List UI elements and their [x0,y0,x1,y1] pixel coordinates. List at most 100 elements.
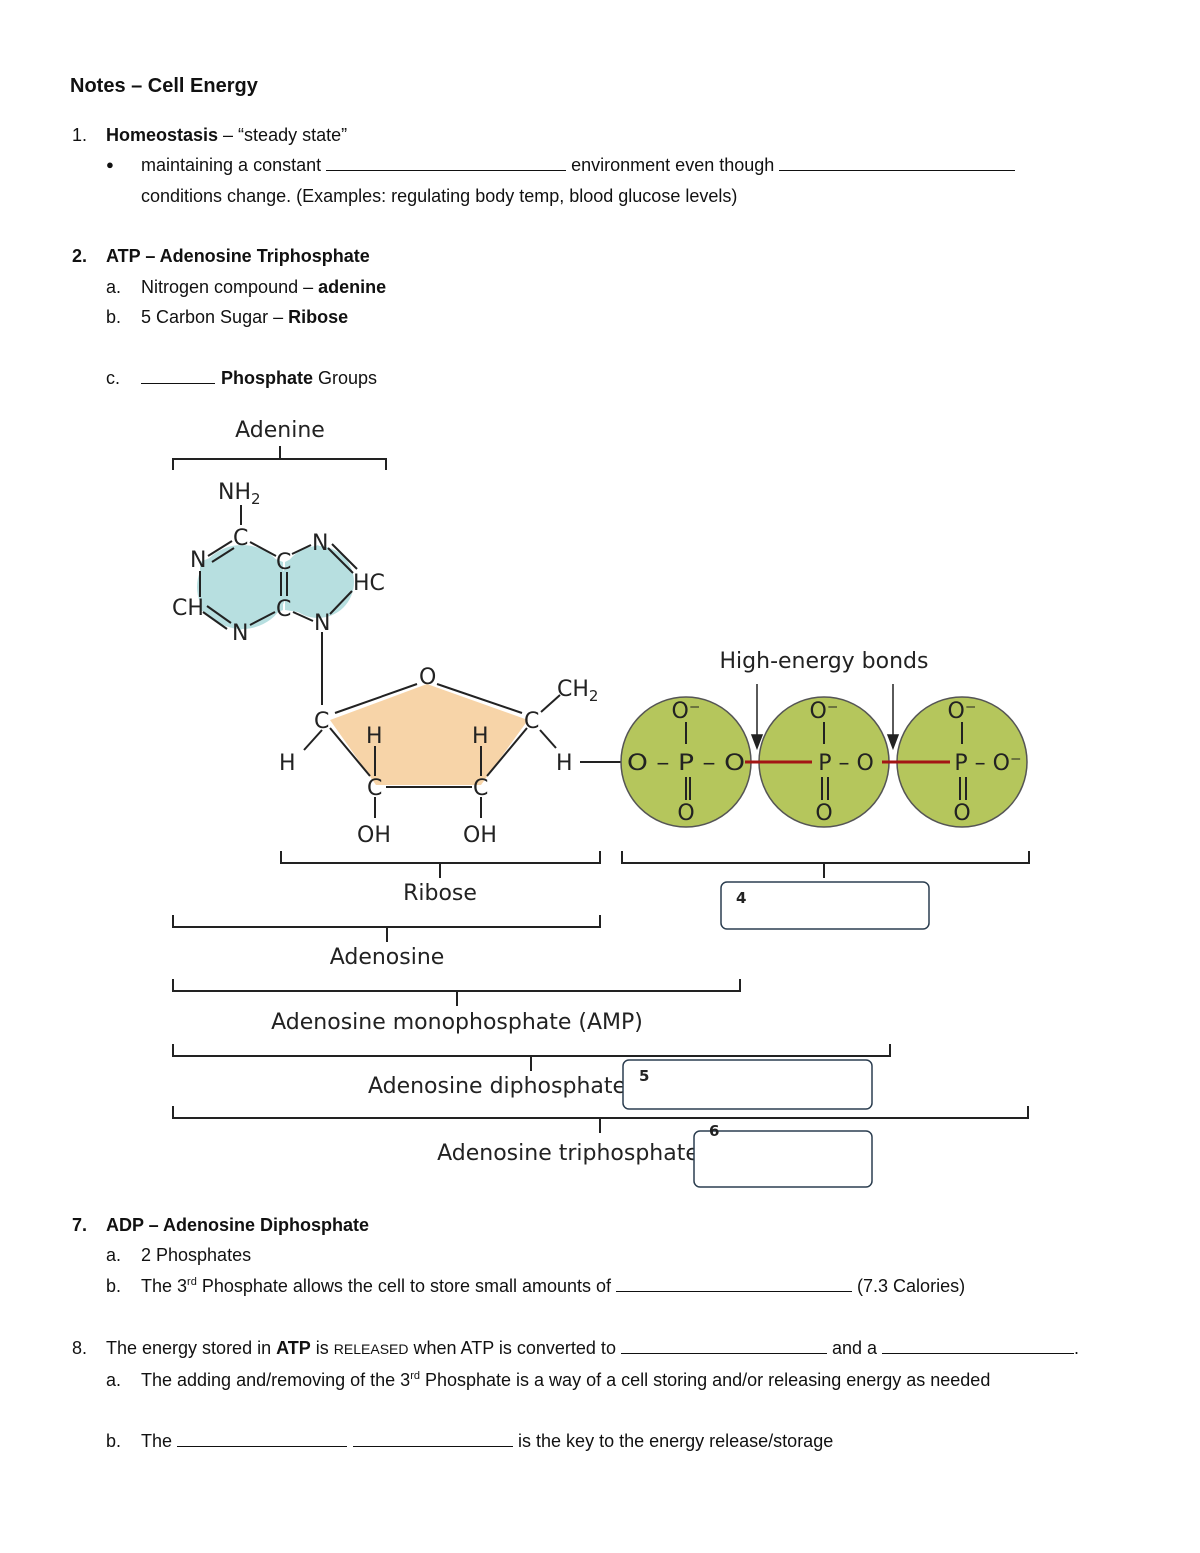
answer-blank[interactable] [616,1275,853,1292]
text: (7.3 Calories) [852,1276,966,1296]
item-2a-marker: a. [106,277,122,297]
atp-term: ATP [276,1338,311,1358]
item-8b-marker: b. [106,1431,122,1451]
item-1-line-1: maintaining a constant environment even … [141,154,1016,176]
adp-label: Adenosine diphosphate [368,1074,626,1099]
homeostasis-term: Homeostasis [106,125,219,145]
text: The [141,1431,178,1451]
oh-label: OH [463,823,497,848]
item-7-number: 7. [72,1215,88,1235]
atom-h: H [472,724,489,749]
text: is the key to the energy release/storage [513,1431,834,1451]
phosphate-bonds [685,722,967,800]
homeostasis-definition: – “steady state” [218,125,348,145]
adenine-term: adenine [318,277,387,297]
adenine-six-ring-blob [197,545,287,629]
answer-box-5[interactable] [622,1059,873,1110]
brackets [172,851,1030,1133]
item-1-number: 1. [72,125,88,145]
atom-o: O [419,665,436,690]
superscript: rd [410,1370,420,1382]
text: 5 Carbon Sugar – [141,307,289,327]
text: and a [826,1338,882,1358]
atom-h: H [279,751,296,776]
atom-c: C [233,526,248,551]
ch2-label: CH2 [557,677,598,705]
answer-box-4[interactable] [720,881,930,930]
text: is [310,1338,334,1358]
atom-h: H [556,751,573,776]
phosphate-2-middle: P – O [818,751,874,776]
atom-n: N [190,548,206,573]
item-2b-text: 5 Carbon Sugar – Ribose [141,306,348,328]
released-term: RELEASED [333,1341,409,1357]
item-8a-text: The adding and/removing of the 3rd Phosp… [141,1369,990,1391]
answer-blank[interactable] [620,1337,827,1354]
answer-blank[interactable] [353,1430,514,1447]
answer-blank[interactable] [882,1337,1074,1354]
atom-n: N [314,611,330,636]
text: The 3 [141,1276,188,1296]
atp-label: Adenosine triphosphate [437,1141,699,1166]
atom-n: N [232,621,248,646]
text: environment even though [566,155,780,175]
text: The energy stored in [106,1338,277,1358]
answer-blank[interactable] [141,367,215,384]
item-2-number: 2. [72,246,88,266]
text: Phosphate allows the cell to store small… [196,1276,617,1296]
atom-h: H [366,724,383,749]
text: maintaining a constant [141,155,327,175]
phosphate-3-middle: P – O⁻ [954,751,1021,776]
atom-c: C [276,550,291,575]
adenine-five-ring-blob [282,546,354,618]
ribose-label: Ribose [403,881,477,906]
high-energy-bonds-label: High-energy bonds [720,649,929,674]
phosphate-3-bottom: O [953,801,970,826]
item-8b-text: The is the key to the energy release/sto… [141,1430,833,1452]
answer-box-4-number: 4 [736,889,746,907]
phosphate-1-middle: O – P – O [627,751,745,776]
ribose-term: Ribose [288,307,349,327]
answer-blank[interactable] [779,154,1016,171]
answer-blank[interactable] [326,154,567,171]
hc-label: HC [353,571,385,596]
item-7a-marker: a. [106,1245,122,1265]
amp-label: Adenosine monophosphate (AMP) [271,1010,643,1035]
item-7b-marker: b. [106,1276,122,1296]
answer-box-6[interactable] [693,1130,873,1188]
superscript: rd [187,1276,197,1288]
oh-label: OH [357,823,391,848]
bullet-icon: ● [106,157,114,172]
adenine-bonds [199,505,358,705]
text: when ATP is converted to [408,1338,621,1358]
item-7-heading: ADP – Adenosine Diphosphate [106,1215,370,1235]
nh2-label: NH2 [218,480,261,508]
item-2b-marker: b. [106,307,122,327]
adenine-label: Adenine [235,418,325,443]
item-8-text: The energy stored in ATP is RELEASED whe… [106,1337,1079,1360]
answer-box-6-number: 6 [709,1122,719,1140]
item-2-heading: ATP – Adenosine Triphosphate [106,246,370,266]
item-2c-marker: c. [106,368,121,388]
adenine-bracket [172,446,387,470]
atom-c: C [524,709,539,734]
answer-blank[interactable] [177,1430,348,1447]
text: Nitrogen compound – [141,277,319,297]
item-1-heading: Homeostasis – “steady state” [106,124,347,146]
phosphate-2-bottom: O [815,801,832,826]
item-7a-text: 2 Phosphates [141,1245,252,1265]
atom-c: C [314,709,329,734]
phosphate-1-top: O⁻ [672,699,701,724]
text: The adding and/removing of the 3 [141,1370,411,1390]
item-8a-marker: a. [106,1370,122,1390]
ribose-bonds [303,683,630,818]
atom-c: C [367,776,382,801]
item-7b-text: The 3rd Phosphate allows the cell to sto… [141,1275,965,1297]
item-1-line-2: conditions change. (Examples: regulating… [141,186,738,206]
item-8-number: 8. [72,1338,88,1358]
page-title: Notes – Cell Energy [70,75,258,97]
text: . [1074,1338,1080,1358]
phosphate-term: Phosphate [221,368,314,388]
adenosine-label: Adenosine [330,945,445,970]
